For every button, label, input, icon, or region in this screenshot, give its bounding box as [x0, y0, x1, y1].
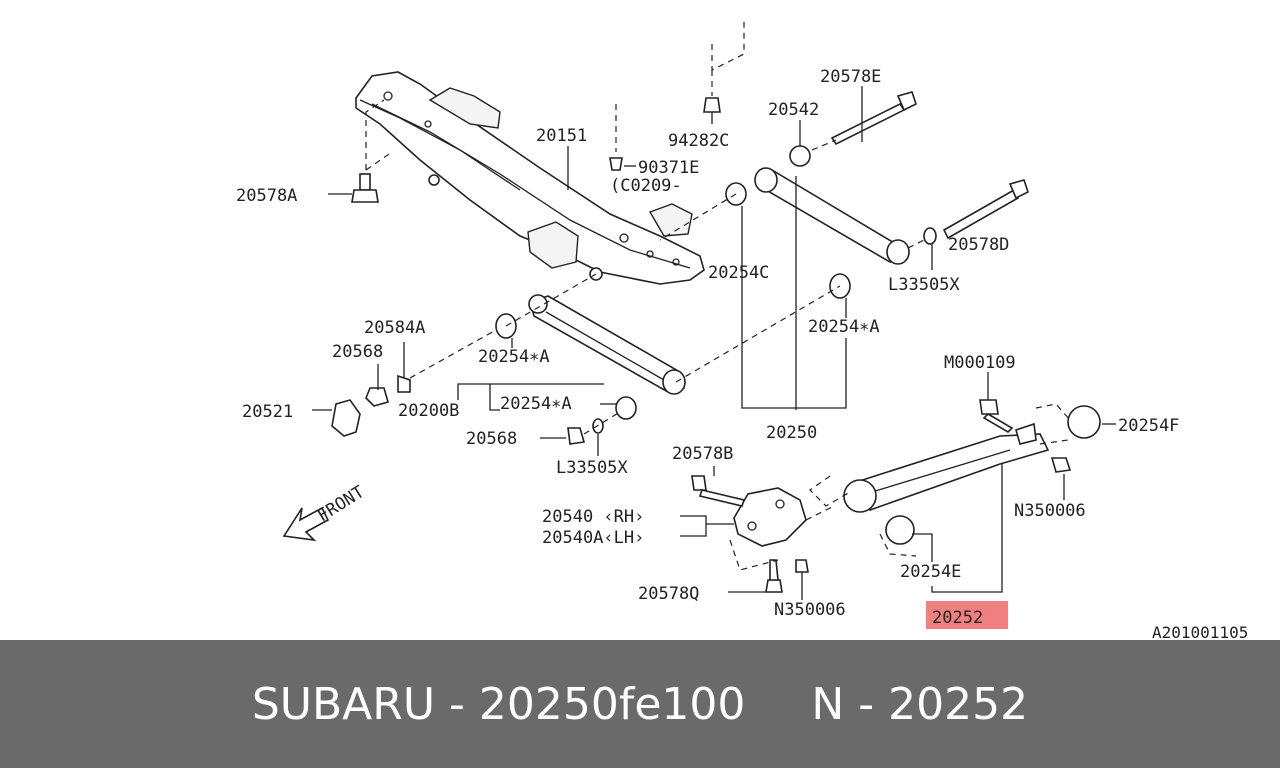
footer-banner: SUBARU - 20250fe100 N - 20252 — [0, 640, 1280, 768]
label-20254E: 20254E — [900, 562, 961, 582]
label-20584A: 20584A — [364, 318, 425, 338]
clip-90371E — [609, 104, 623, 171]
label-20568-upper: 20568 — [332, 342, 383, 362]
label-20540A-LH: 20540A‹LH› — [542, 528, 644, 548]
hardware-left — [331, 374, 621, 445]
label-C0209: (C0209- — [610, 176, 682, 196]
label-90371E: 90371E — [638, 158, 699, 178]
front-arrow — [282, 506, 330, 542]
label-20200B: 20200B — [398, 401, 459, 421]
label-20250: 20250 — [766, 423, 817, 443]
label-20578E: 20578E — [820, 67, 881, 87]
footer-part-number: N - 20252 — [811, 678, 1029, 730]
label-N350006-right: N350006 — [1014, 501, 1086, 521]
label-L33505X-upper: L33505X — [888, 275, 960, 295]
label-20578D: 20578D — [948, 235, 1009, 255]
label-94282C: 94282C — [668, 131, 729, 151]
leader-lines — [312, 86, 1116, 600]
parts-diagram: FRONT 20578E 20542 94282C 20151 90371E (… — [236, 20, 1248, 640]
label-20542: 20542 — [768, 100, 819, 120]
bolt-20578D — [907, 179, 1029, 249]
trailing-link-20252 — [809, 399, 1101, 557]
label-20521: 20521 — [242, 402, 293, 422]
front-label: FRONT — [314, 482, 368, 526]
label-20254A-lower: 20254∗A — [500, 394, 572, 414]
label-20540-RH: 20540 ‹RH› — [542, 507, 644, 527]
label-N350006-bottom: N350006 — [774, 600, 846, 620]
clip-94282C — [703, 20, 745, 113]
footer-brand-part: SUBARU - 20250fe100 — [251, 678, 746, 730]
label-20578Q: 20578Q — [638, 584, 699, 604]
label-20578B: 20578B — [672, 444, 733, 464]
lower-link-20200B — [409, 273, 851, 420]
label-20254F: 20254F — [1118, 416, 1179, 436]
crossmember-20151 — [355, 71, 705, 285]
label-20252: 20252 — [932, 608, 983, 628]
diagram-code: A201001105 — [1152, 623, 1248, 640]
bracket-20540 — [691, 475, 835, 593]
label-20254A-middle: 20254∗A — [478, 347, 550, 367]
label-20254C: 20254C — [708, 263, 769, 283]
label-M000109: M000109 — [944, 353, 1016, 373]
bolt-20578A — [351, 99, 393, 203]
label-20578A: 20578A — [236, 186, 297, 206]
label-20151: 20151 — [536, 126, 587, 146]
label-L33505X-lower: L33505X — [556, 458, 628, 478]
label-20254A-right: 20254∗A — [808, 317, 880, 337]
highlight-20252 — [926, 601, 1008, 629]
label-20568-lower: 20568 — [466, 429, 517, 449]
